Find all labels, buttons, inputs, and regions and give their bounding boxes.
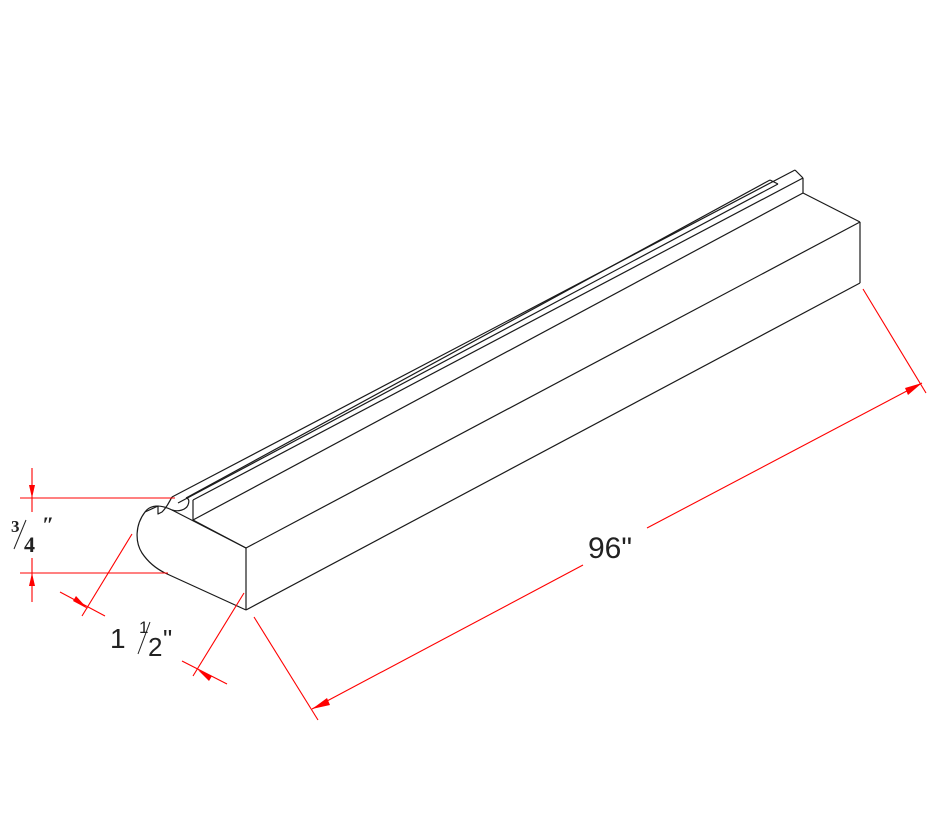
height-numerator: 3	[11, 517, 20, 536]
width-numerator: 1	[139, 618, 148, 637]
width-label: 1 1 2 "	[110, 618, 172, 662]
width-dimension	[59, 533, 245, 685]
width-denominator: 2	[148, 632, 162, 662]
arrow-up-icon	[29, 573, 35, 586]
arrow-left-icon	[198, 670, 212, 681]
width-whole: 1	[110, 623, 126, 654]
arrow-left-icon	[312, 698, 330, 709]
height-dimension	[20, 468, 175, 602]
arrow-down-icon	[29, 485, 35, 498]
arrow-right-icon	[73, 596, 88, 609]
arrow-right-icon	[905, 383, 922, 395]
height-unit: ″	[42, 512, 54, 537]
moulding-body	[136, 169, 861, 611]
length-label: 96"	[588, 532, 632, 565]
length-dimension	[253, 288, 927, 721]
height-denominator: 4	[24, 532, 35, 557]
width-unit: "	[163, 624, 172, 654]
height-label: 3 4 ″	[11, 512, 54, 557]
